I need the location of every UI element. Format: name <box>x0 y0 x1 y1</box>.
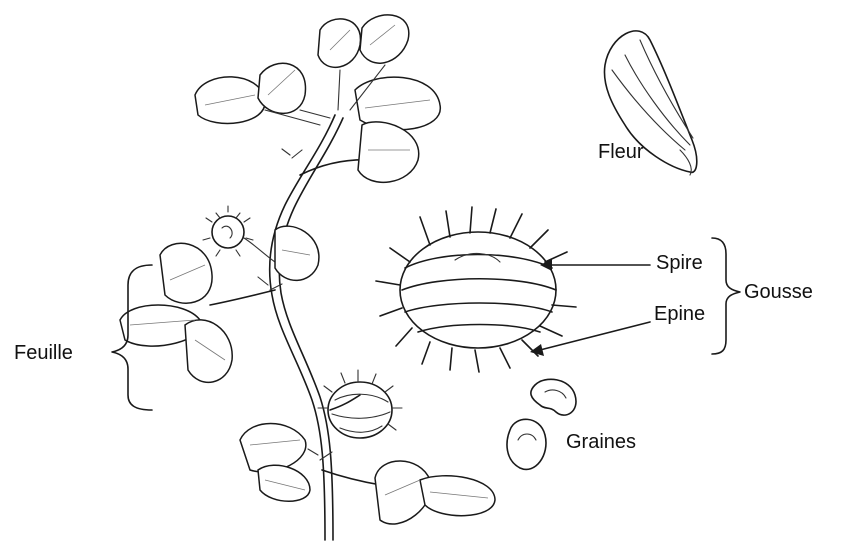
graines-label: Graines <box>566 431 636 453</box>
epine-label: Epine <box>654 303 705 325</box>
small-pod-on-stem <box>318 370 402 438</box>
spire-label: Spire <box>656 252 703 274</box>
gousse-pod-drawing <box>376 207 576 372</box>
gousse-bracket <box>712 238 740 354</box>
small-bud <box>203 206 275 262</box>
feuille-label: Feuille <box>14 342 73 364</box>
graines-seeds-drawing <box>507 379 576 469</box>
top-leaf-cluster <box>195 15 440 182</box>
feuille-leaves <box>120 226 319 382</box>
bottom-leaf-cluster <box>240 424 495 525</box>
fleur-label: Fleur <box>598 141 644 163</box>
epine-leader-line <box>540 322 650 350</box>
gousse-label: Gousse <box>744 281 813 303</box>
